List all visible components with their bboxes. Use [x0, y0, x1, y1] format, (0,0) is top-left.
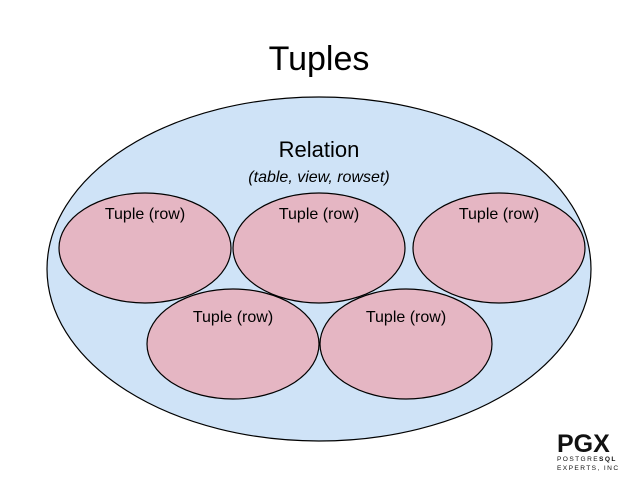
- slide-title: Tuples: [269, 40, 370, 78]
- tuple-label: Tuple (row): [193, 309, 273, 326]
- tuple-label: Tuple (row): [366, 309, 446, 326]
- logo-mark: PGX: [557, 430, 610, 458]
- tuple-ellipse-4: Tuple (row): [146, 288, 320, 400]
- tuple-ellipse-1: Tuple (row): [58, 192, 232, 304]
- tuple-label: Tuple (row): [105, 206, 185, 223]
- logo-postgresql: POSTGRESQL: [557, 456, 617, 463]
- tuple-ellipse-3: Tuple (row): [412, 192, 586, 304]
- logo-experts: EXPERTS, INC: [557, 465, 619, 472]
- tuple-label: Tuple (row): [459, 206, 539, 223]
- pgx-logo: PGX POSTGRESQL EXPERTS, INC: [557, 430, 619, 472]
- tuple-label: Tuple (row): [279, 206, 359, 223]
- relation-label: Relation: [279, 137, 360, 162]
- tuple-group: Tuple (row) Tuple (row) Tuple (row) Tupl…: [58, 192, 586, 400]
- relation-sublabel: (table, view, rowset): [248, 169, 389, 186]
- tuple-ellipse-5: Tuple (row): [319, 288, 493, 400]
- tuple-ellipse-2: Tuple (row): [232, 192, 406, 304]
